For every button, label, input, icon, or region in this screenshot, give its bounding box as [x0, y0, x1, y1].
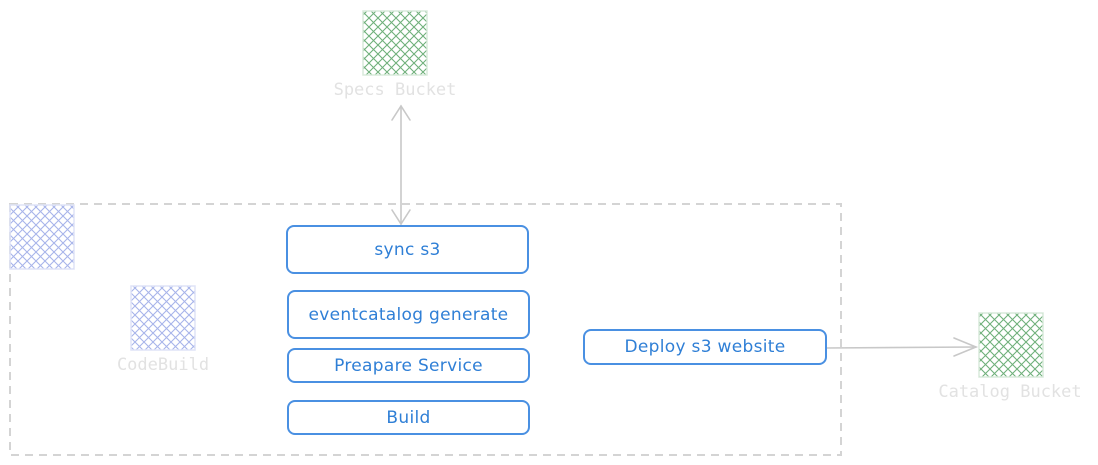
deploy-s3-website-step[interactable]: Deploy s3 website [583, 329, 827, 365]
sync-s3-step[interactable]: sync s3 [286, 225, 529, 274]
prepare-service-step[interactable]: Preapare Service [287, 348, 530, 383]
codebuild-group-boundary [9, 203, 842, 456]
specs-bucket-label: Specs Bucket [333, 80, 457, 100]
deploy-arrow [825, 337, 979, 357]
codebuild-icon [130, 285, 196, 351]
aws-group-icon [9, 204, 75, 270]
catalog-bucket-label: Catalog Bucket [938, 382, 1082, 402]
build-step[interactable]: Build [287, 400, 530, 435]
sync-bidirectional-arrow [391, 104, 411, 226]
s3-bucket-icon [978, 312, 1044, 378]
codebuild-label: CodeBuild [116, 355, 210, 375]
eventcatalog-generate-step[interactable]: eventcatalog generate [287, 290, 530, 339]
s3-bucket-icon [362, 10, 428, 76]
